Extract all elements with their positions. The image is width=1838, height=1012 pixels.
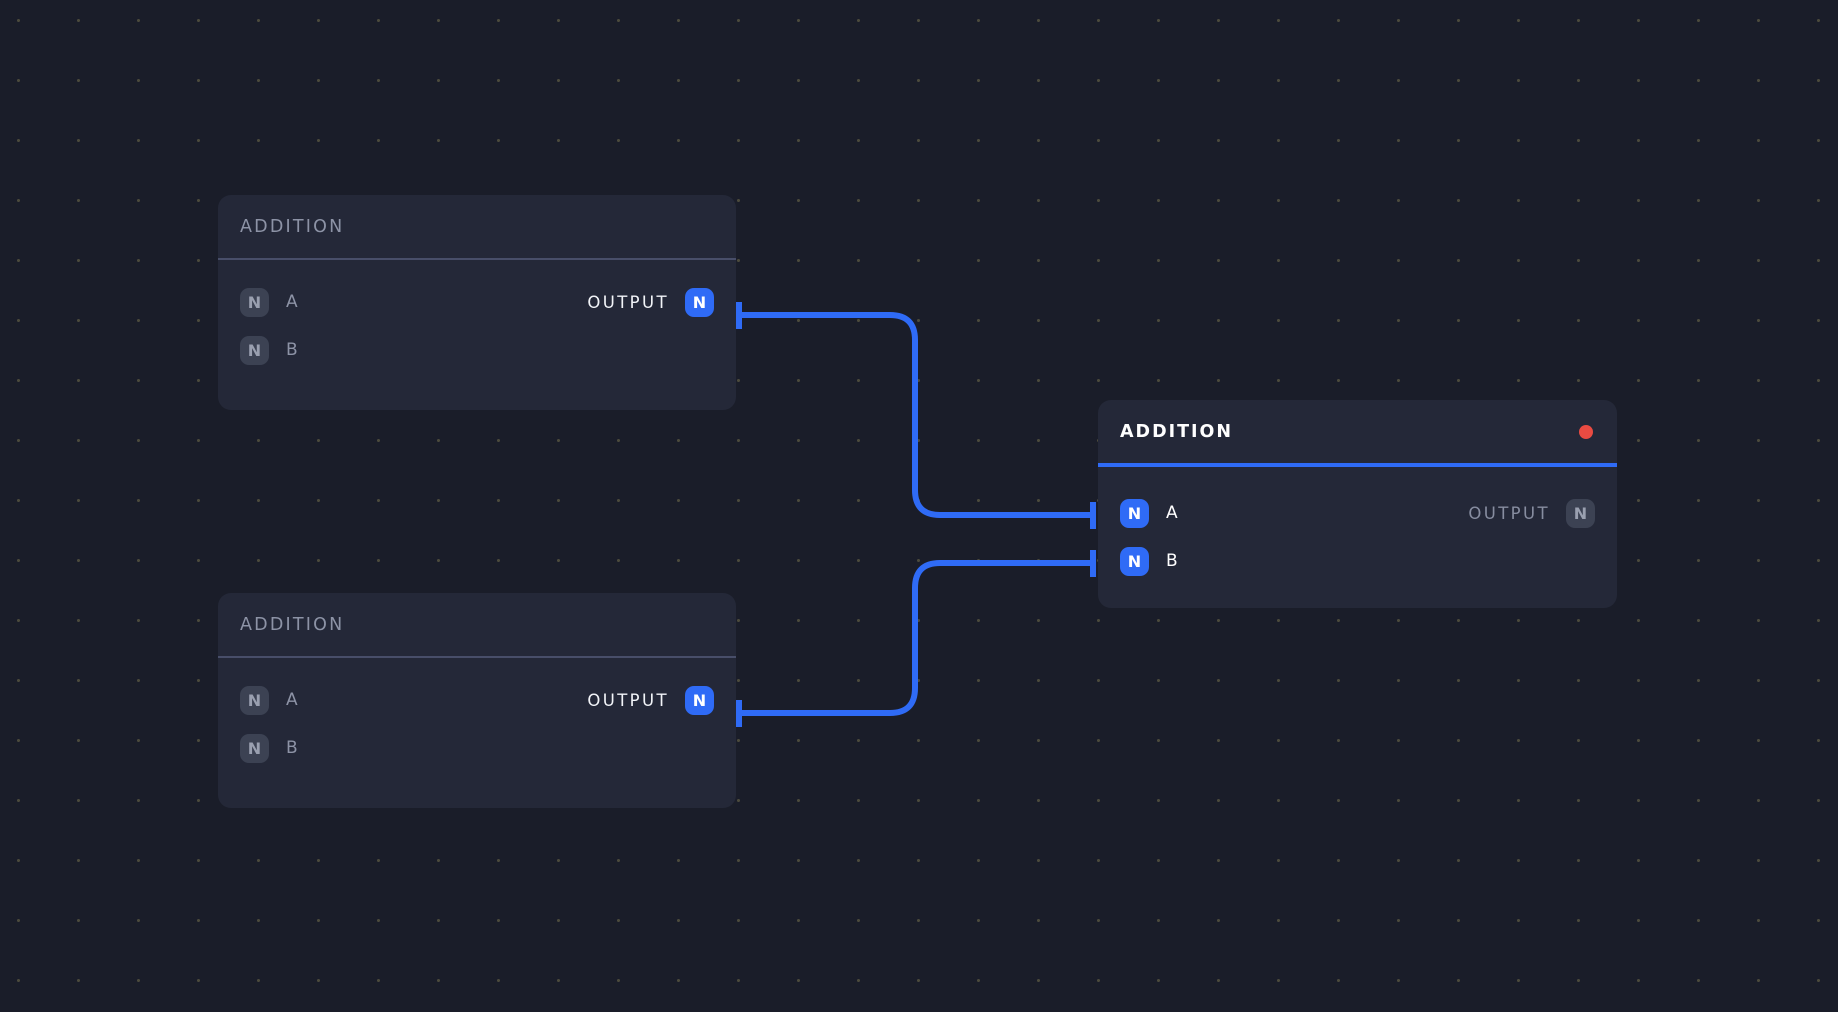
node-divider bbox=[218, 656, 736, 658]
node-divider-active bbox=[1098, 463, 1617, 467]
node-addition-3-selected[interactable]: ADDITION N A N B OUTPUT N bbox=[1098, 400, 1617, 608]
input-port-b[interactable]: N B bbox=[1098, 537, 1617, 585]
port-type-badge[interactable]: N bbox=[240, 685, 269, 715]
input-port-label: A bbox=[286, 690, 298, 710]
node-header[interactable]: ADDITION bbox=[218, 593, 736, 656]
port-type-badge[interactable]: N bbox=[1120, 546, 1149, 576]
port-type-badge[interactable]: N bbox=[1120, 498, 1149, 528]
port-type-badge[interactable]: N bbox=[240, 335, 269, 365]
output-port-label: OUTPUT bbox=[587, 690, 669, 710]
port-type-badge[interactable]: N bbox=[1566, 498, 1595, 528]
node-header[interactable]: ADDITION bbox=[218, 195, 736, 258]
input-port-label: A bbox=[1166, 503, 1178, 523]
edge-node2-to-inputB bbox=[736, 550, 1096, 727]
node-body: N A N B OUTPUT N bbox=[218, 260, 736, 374]
error-status-dot[interactable] bbox=[1579, 424, 1593, 439]
node-divider bbox=[218, 258, 736, 260]
port-type-badge[interactable]: N bbox=[685, 287, 714, 317]
output-port[interactable]: OUTPUT N bbox=[1468, 489, 1595, 537]
node-addition-2[interactable]: ADDITION N A N B OUTPUT N bbox=[218, 593, 736, 808]
edge-node1-to-inputA bbox=[736, 302, 1096, 529]
input-port-label: B bbox=[286, 340, 298, 360]
node-addition-1[interactable]: ADDITION N A N B OUTPUT N bbox=[218, 195, 736, 410]
port-type-badge[interactable]: N bbox=[240, 287, 269, 317]
port-type-badge[interactable]: N bbox=[685, 685, 714, 715]
input-port-label: A bbox=[286, 292, 298, 312]
node-title: ADDITION bbox=[1120, 421, 1234, 442]
node-header[interactable]: ADDITION bbox=[1098, 400, 1617, 463]
input-port-label: B bbox=[286, 738, 298, 758]
node-title: ADDITION bbox=[240, 614, 345, 635]
node-body: N A N B OUTPUT N bbox=[218, 658, 736, 772]
port-type-badge[interactable]: N bbox=[240, 733, 269, 763]
output-port[interactable]: OUTPUT N bbox=[587, 676, 714, 724]
input-port-b[interactable]: N B bbox=[218, 326, 736, 374]
input-port-a[interactable]: N A bbox=[1098, 489, 1617, 537]
input-port-a[interactable]: N A bbox=[218, 676, 736, 724]
input-port-a[interactable]: N A bbox=[218, 278, 736, 326]
output-port-label: OUTPUT bbox=[587, 292, 669, 312]
input-port-b[interactable]: N B bbox=[218, 724, 736, 772]
output-port-label: OUTPUT bbox=[1468, 503, 1550, 523]
node-title: ADDITION bbox=[240, 216, 345, 237]
input-port-label: B bbox=[1166, 551, 1178, 571]
output-port[interactable]: OUTPUT N bbox=[587, 278, 714, 326]
node-body: N A N B OUTPUT N bbox=[1098, 467, 1617, 585]
